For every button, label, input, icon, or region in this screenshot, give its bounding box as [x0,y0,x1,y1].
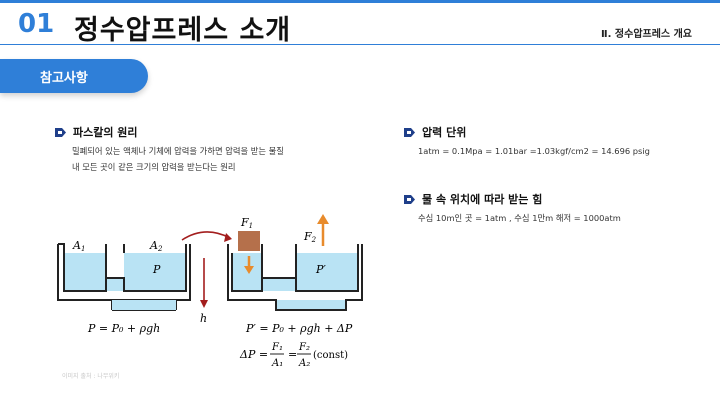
left-water-a1 [64,253,106,291]
force-block [238,231,260,251]
top-accent-line [0,0,720,3]
label-p-prime: P′ [315,263,326,276]
left-container-inner [63,253,187,292]
svg-text:A₁: A₁ [271,358,283,369]
pascal-line-1: 밀폐되어 있는 액체나 기체에 압력을 가하면 압력을 받는 물질 [72,146,284,156]
arrow-bullet-icon [404,194,416,205]
equation-right: P′ = P₀ + ρgh + ΔP [245,322,353,335]
equation-ratio: ΔP = F₁ A₁ = F₂ A₂ (const) [239,342,348,369]
pascal-heading: 파스칼의 원리 [55,124,138,140]
pascal-heading-text: 파스칼의 원리 [73,126,138,139]
label-a1: A1 [72,239,85,253]
right-system [227,231,363,311]
left-system [57,243,191,311]
down-force-arrow [244,256,254,274]
label-h: h [200,312,207,325]
water-heading: 물 속 위치에 따라 받는 힘 [404,191,542,207]
right-water-a1 [232,253,262,291]
page-title: 정수압프레스 소개 [74,15,292,46]
right-water-a2 [296,253,358,291]
left-water-channel [106,278,124,291]
reference-badge-label: 참고사항 [40,71,88,86]
right-water-bottom [276,300,346,310]
left-water-bottom [112,300,176,310]
transfer-arrow [181,231,231,241]
right-water-channel [262,278,296,291]
water-text: 수심 10m인 곳 = 1atm , 수심 1만m 해저 = 1000atm [418,213,621,223]
svg-text:A₂: A₂ [298,358,310,369]
water-heading-text: 물 속 위치에 따라 받는 힘 [422,193,543,206]
pascal-line-2: 내 모든 곳이 같은 크기의 압력을 받는다는 원리 [72,162,236,172]
pascal-description: 밀폐되어 있는 액체나 기체에 압력을 가하면 압력을 받는 물질 내 모든 곳… [72,143,284,175]
equation-left: P = P₀ + ρgh [87,322,160,335]
header-divider [0,44,720,45]
left-water-a2 [124,253,186,291]
svg-text:F₂: F₂ [298,342,310,353]
units-heading-text: 압력 단위 [422,126,467,139]
label-a2: A2 [149,239,163,253]
svg-text:ΔP =: ΔP = [239,348,268,361]
label-f1: F1 [240,216,253,230]
arrow-bullet-icon [404,127,416,138]
label-f2: F2 [303,230,317,244]
reference-badge: 참고사항 [0,59,148,93]
svg-text:F₁: F₁ [271,342,283,353]
label-p: P [152,263,161,276]
up-force-arrow [317,214,329,246]
section-number: 01 [18,9,55,39]
svg-text:(const): (const) [313,350,348,361]
svg-text:=: = [288,348,297,361]
section-label: Ⅱ. 정수압프레스 개요 [601,29,692,40]
image-source: 이미지 출처 : 나무위키 [62,373,120,380]
arrow-bullet-icon [55,127,67,138]
units-heading: 압력 단위 [404,124,466,140]
units-text: 1atm = 0.1Mpa = 1.01bar =1.03kgf/cm2 = 1… [418,146,650,156]
